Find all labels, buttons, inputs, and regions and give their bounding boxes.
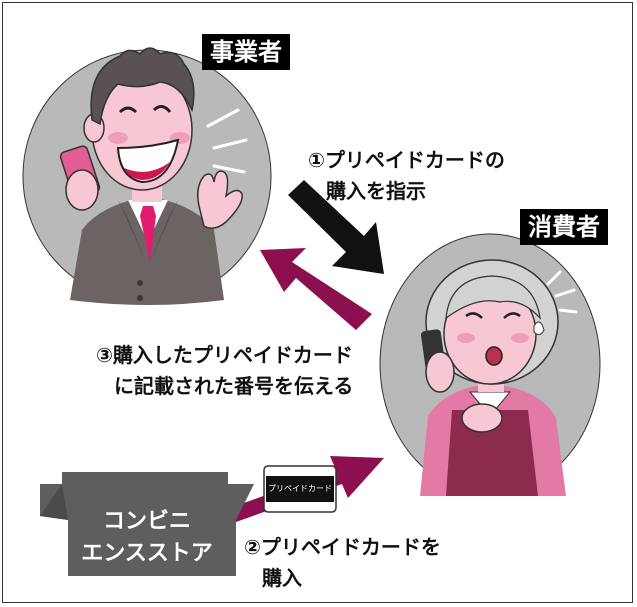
convenience-store-illustration [40,472,254,576]
step3-line1: ③購入したプリペイドカード [96,343,353,367]
step1-line2: 購入を指示 [326,179,426,203]
step1-line1: ①プリペイドカードの [308,148,505,172]
business-role-label: 事業者 [202,34,290,70]
arrow-step3-tell-number [260,248,372,330]
step2-caption: ②プリペイドカードを 購入 [244,532,441,594]
prepaid-card-label: プリペイドカード [268,484,332,493]
convenience-store-label: コンビニ エンスストア [68,506,226,570]
step1-caption: ①プリペイドカードの 購入を指示 [308,145,505,207]
step3-caption: ③購入したプリペイドカード に記載された番号を伝える [96,340,353,402]
step2-line1: ②プリペイドカードを [244,535,441,559]
step3-line2: に記載された番号を伝える [114,374,354,398]
prepaid-card-illustration [263,465,337,513]
arrow-step1-instruction [288,180,384,274]
consumer-illustration [379,233,601,496]
business-person-illustration [22,47,272,305]
step2-line2: 購入 [262,566,302,590]
store-label-line1: コンビニ [102,509,191,534]
store-label-line2: エンスストア [81,541,213,566]
consumer-role-label: 消費者 [520,209,608,245]
